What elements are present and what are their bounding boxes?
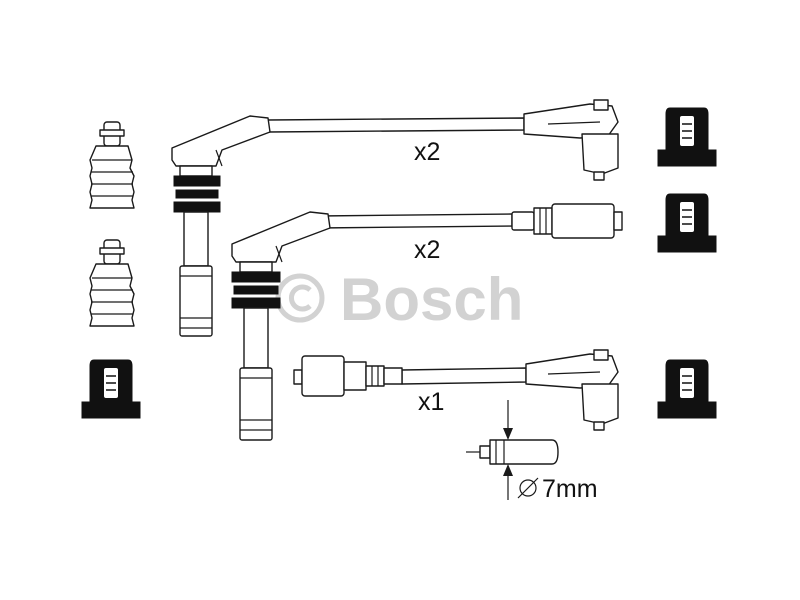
spark-plug-connector-2	[89, 239, 135, 327]
coil-boot-right-2	[657, 193, 717, 253]
coil-boot-left	[81, 359, 141, 419]
cable-3-quantity-label: x1	[418, 388, 444, 416]
coil-boot-right-1	[657, 107, 717, 167]
ignition-cable-3: x1	[293, 349, 619, 431]
copyright-mark-circle	[275, 273, 325, 323]
ignition-cable-1: x2	[171, 99, 619, 337]
cable-2-quantity-label: x2	[414, 236, 440, 264]
cable-1-quantity-label: x2	[414, 138, 440, 166]
spark-plug-connector-1	[89, 121, 135, 209]
diameter-symbol	[519, 479, 537, 497]
cable-diameter-callout: 7mm	[466, 400, 598, 503]
bosch-watermark: Bosch	[275, 266, 523, 333]
watermark-text: Bosch	[340, 266, 523, 333]
diameter-label: 7mm	[542, 475, 598, 503]
coil-boot-right-3	[657, 359, 717, 419]
copyright-mark-c	[289, 284, 312, 312]
ignition-cable-2: x2	[231, 203, 623, 441]
